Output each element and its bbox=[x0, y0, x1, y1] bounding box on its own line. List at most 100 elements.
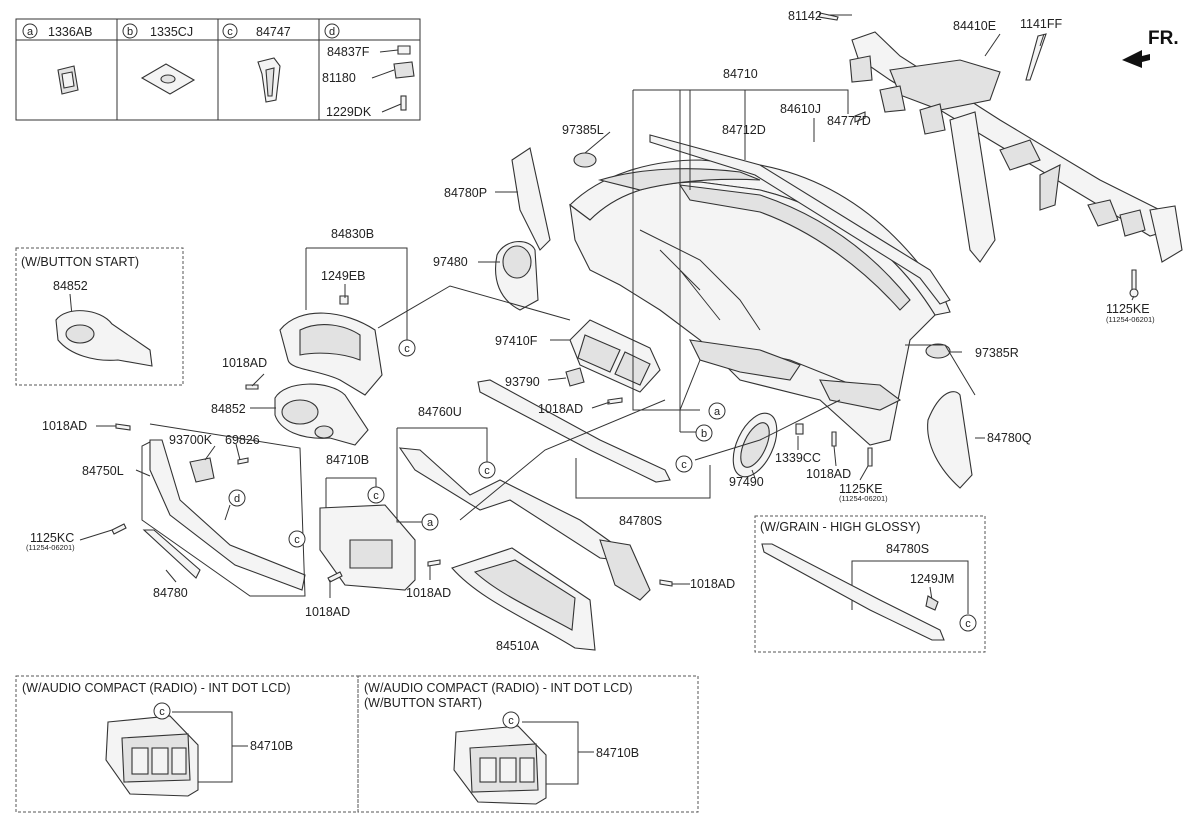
speed-nut-icon bbox=[140, 63, 196, 95]
callout-c-84750L: c bbox=[288, 530, 306, 548]
svg-text:c: c bbox=[404, 343, 410, 355]
legend-table: a 1336AB b 1335CJ c 84747 bbox=[15, 18, 421, 121]
callout-c-84830B: c bbox=[398, 339, 416, 357]
label-1018AD-b: 1018AD bbox=[42, 419, 87, 433]
label-84780S: 84780S bbox=[619, 514, 662, 528]
bolt-1125KE-top-icon bbox=[1129, 269, 1139, 298]
steering-shroud-alt-icon bbox=[55, 310, 153, 367]
legend-c-code: 84747 bbox=[256, 25, 291, 39]
label-97410F: 97410F bbox=[495, 334, 538, 348]
callout-c-84780S: c bbox=[675, 455, 693, 473]
label-1249EB: 1249EB bbox=[321, 269, 365, 283]
front-label: FR. bbox=[1148, 28, 1179, 49]
label-84852: 84852 bbox=[211, 402, 246, 416]
label-1018AD-g: 1018AD bbox=[806, 467, 851, 481]
label-1125KE-a-sub: (11254-06201) bbox=[839, 494, 888, 503]
box-audio-1-part: 84710B bbox=[250, 739, 293, 753]
box-grain-part2: 1249JM bbox=[910, 572, 954, 586]
label-97490: 97490 bbox=[729, 475, 764, 489]
label-1125KE-b-sub: (11254-06201) bbox=[1106, 315, 1155, 324]
box-button-start-title: (W/BUTTON START) bbox=[21, 255, 139, 269]
box-audio-1-title: (W/AUDIO COMPACT (RADIO) - INT DOT LCD) bbox=[22, 681, 291, 695]
side-vent-right bbox=[732, 412, 778, 478]
box-grain-part1: 84780S bbox=[886, 542, 929, 556]
label-93790: 93790 bbox=[505, 375, 540, 389]
audio-fascia-2-icon bbox=[453, 725, 547, 805]
svg-text:c: c bbox=[159, 706, 165, 718]
callout-c-84710B: c bbox=[367, 486, 385, 504]
label-1141FF: 1141FF bbox=[1020, 17, 1063, 31]
part-labels: 81142 84410E 1141FF 84710 84712D 84610J … bbox=[26, 9, 1155, 653]
callout-c-84760U: c bbox=[478, 461, 496, 479]
box-audio-2: (W/AUDIO COMPACT (RADIO) - INT DOT LCD) … bbox=[357, 675, 699, 813]
callout-c-grain: c bbox=[959, 614, 977, 632]
label-84712D: 84712D bbox=[722, 123, 766, 137]
svg-text:c: c bbox=[508, 715, 514, 727]
label-97385L: 97385L bbox=[562, 123, 604, 137]
label-84760U: 84760U bbox=[418, 405, 462, 419]
label-1018AD-d: 1018AD bbox=[406, 586, 451, 600]
label-1125KC: 1125KC bbox=[30, 531, 74, 545]
label-1018AD-f: 1018AD bbox=[690, 577, 735, 591]
callout-c-audio1: c bbox=[153, 702, 171, 720]
label-84510A: 84510A bbox=[496, 639, 540, 653]
label-69826: 69826 bbox=[225, 433, 260, 447]
label-1018AD-a: 1018AD bbox=[222, 356, 267, 370]
label-81142: 81142 bbox=[788, 9, 822, 23]
center-fascia bbox=[319, 504, 416, 591]
svg-text:a: a bbox=[714, 406, 721, 418]
label-84710B: 84710B bbox=[326, 453, 369, 467]
legend-c-letter: c bbox=[227, 26, 233, 38]
box-audio-2-title2: (W/BUTTON START) bbox=[364, 696, 482, 710]
box-audio-2-title1: (W/AUDIO COMPACT (RADIO) - INT DOT LCD) bbox=[364, 681, 633, 695]
side-vent-left bbox=[495, 241, 539, 311]
crash-pad-main bbox=[569, 134, 951, 446]
box-audio-2-part: 84710B bbox=[596, 746, 639, 760]
label-84780: 84780 bbox=[153, 586, 188, 600]
legend-d: d 84837F 81180 1229DK bbox=[322, 23, 415, 119]
legend-a: a 1336AB bbox=[22, 23, 92, 95]
bracket-d-icon bbox=[371, 45, 415, 113]
legend-a-code: 1336AB bbox=[48, 25, 92, 39]
svg-text:d: d bbox=[234, 493, 240, 505]
svg-text:a: a bbox=[427, 517, 434, 529]
callout-a-84760U: a bbox=[421, 513, 439, 531]
label-1018AD-e: 1018AD bbox=[538, 402, 583, 416]
box-button-start-part: 84852 bbox=[53, 279, 88, 293]
legend-b-letter: b bbox=[127, 26, 133, 38]
legend-c: c 84747 bbox=[222, 23, 291, 103]
svg-text:c: c bbox=[294, 534, 300, 546]
garnish-strip bbox=[477, 379, 671, 483]
label-1339CC: 1339CC bbox=[775, 451, 821, 465]
audio-fascia-1-icon bbox=[105, 715, 199, 797]
cowl-crossbar bbox=[849, 31, 1183, 263]
callout-d-84750L: d bbox=[228, 489, 246, 507]
legend-d-part3: 1229DK bbox=[326, 105, 372, 119]
legend-a-letter: a bbox=[27, 26, 34, 38]
grain-strip-icon bbox=[761, 543, 945, 641]
steering-shroud bbox=[274, 383, 369, 446]
svg-text:c: c bbox=[965, 618, 971, 630]
label-84780P: 84780P bbox=[444, 186, 487, 200]
legend-b-code: 1335CJ bbox=[150, 25, 193, 39]
defrost-vent-right bbox=[925, 343, 951, 359]
callout-b-dash: b bbox=[695, 424, 713, 442]
side-trim-left bbox=[511, 147, 551, 251]
lower-center-panel bbox=[398, 447, 651, 601]
clip-a-icon bbox=[57, 65, 79, 95]
svg-text:c: c bbox=[373, 490, 379, 502]
bolt-1018AD-right-icon bbox=[831, 431, 873, 467]
label-84710: 84710 bbox=[723, 67, 758, 81]
callout-circles: c a b c a c c d c bbox=[228, 339, 726, 548]
legend-d-letter: d bbox=[329, 26, 335, 38]
box-grain-title: (W/GRAIN - HIGH GLOSSY) bbox=[760, 520, 920, 534]
svg-text:c: c bbox=[681, 459, 687, 471]
defrost-vent-left bbox=[573, 152, 597, 168]
label-1125KE-a: 1125KE bbox=[839, 482, 883, 496]
label-1125KE-b: 1125KE bbox=[1106, 302, 1150, 316]
label-93700K: 93700K bbox=[169, 433, 213, 447]
label-84610J: 84610J bbox=[780, 102, 821, 116]
label-84777D: 84777D bbox=[827, 114, 871, 128]
callout-c-audio2: c bbox=[502, 711, 520, 729]
